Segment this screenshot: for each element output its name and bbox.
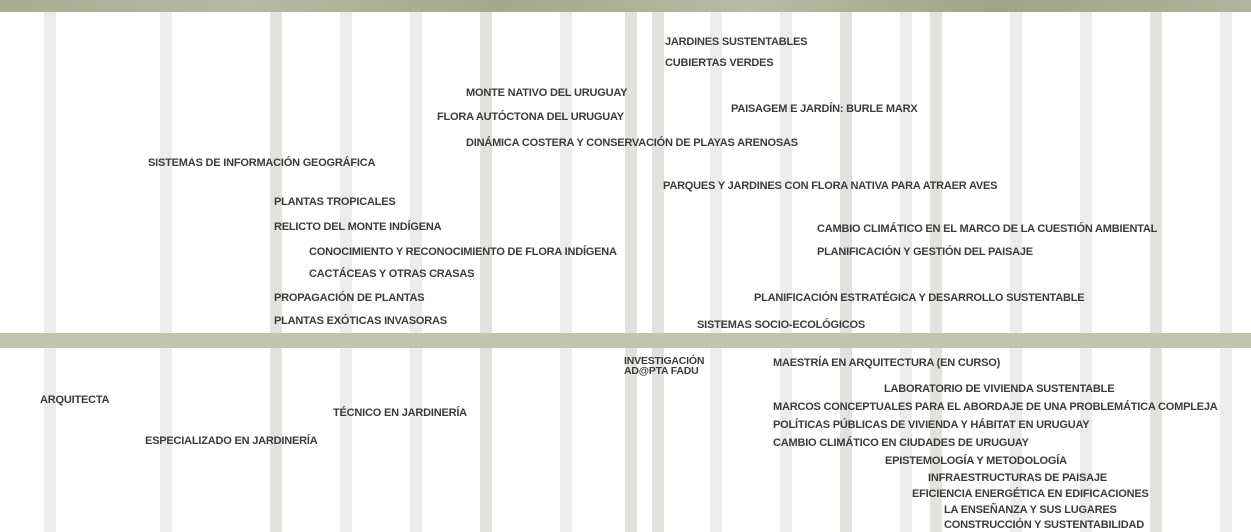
timeline-bar [160,12,172,532]
topic-label: PLANTAS TROPICALES [274,196,396,208]
horizontal-divider-band [0,333,1251,348]
item-label: TÉCNICO EN JARDINERÍA [333,407,467,419]
item-label: EFICIENCIA ENERGÉTICA EN EDIFICACIONES [912,488,1149,500]
item-label: MARCOS CONCEPTUALES PARA EL ABORDAJE DE … [773,401,1218,413]
topic-label: PROPAGACIÓN DE PLANTAS [274,292,425,304]
timeline-bar [340,12,352,532]
timeline-bar [1150,12,1162,532]
timeline-bar [900,12,912,532]
topic-label: MONTE NATIVO DEL URUGUAY [466,87,628,99]
timeline-bar [410,12,422,532]
topic-label: SISTEMAS SOCIO-ECOLÓGICOS [697,319,865,331]
topic-label: RELICTO DEL MONTE INDÍGENA [274,221,442,233]
timeline-bar [840,12,852,532]
topic-label: FLORA AUTÓCTONA DEL URUGUAY [437,111,624,123]
item-label: EPISTEMOLOGÍA Y METODOLOGÍA [885,455,1067,467]
topic-label: SISTEMAS DE INFORMACIÓN GEOGRÁFICA [148,157,376,169]
item-label: INVESTIGACIÓN [624,355,705,367]
item-label: AD@PTA FADU [624,365,699,377]
timeline-bar [1080,12,1092,532]
topic-label: CACTÁCEAS Y OTRAS CRASAS [309,268,475,280]
item-label: CONSTRUCCIÓN Y SUSTENTABILIDAD [944,519,1144,531]
item-label: INFRAESTRUCTURAS DE PAISAJE [928,472,1107,484]
timeline-bar [710,12,722,532]
timeline-bar [625,12,637,532]
item-label: CAMBIO CLIMÁTICO EN CIUDADES DE URUGUAY [773,437,1029,449]
timeline-bar [780,12,792,532]
timeline-bar [652,12,664,532]
timeline-bar [1220,12,1232,532]
topic-label: CUBIERTAS VERDES [665,57,774,69]
item-label: ARQUITECTA [40,394,110,406]
timeline-bar [480,12,492,532]
topic-label: CAMBIO CLIMÁTICO EN EL MARCO DE LA CUEST… [817,223,1158,235]
topic-label: CONOCIMIENTO Y RECONOCIMIENTO DE FLORA I… [309,246,617,258]
timeline-bar [560,12,572,532]
topic-label: PLANTAS EXÓTICAS INVASORAS [274,315,447,327]
timeline-bar [270,12,282,532]
topic-label: PLANIFICACIÓN Y GESTIÓN DEL PAISAJE [817,246,1033,258]
item-label: MAESTRÍA EN ARQUITECTURA (EN CURSO) [773,357,1001,369]
timeline-bar [44,12,56,532]
topic-label: PARQUES Y JARDINES CON FLORA NATIVA PARA… [663,180,998,192]
topic-label: PAISAGEM E JARDÍN: BURLE MARX [731,103,918,115]
timeline-bar [1010,12,1022,532]
topic-label: DINÁMICA COSTERA Y CONSERVACIÓN DE PLAYA… [466,137,798,149]
topic-label: JARDINES SUSTENTABLES [665,36,808,48]
item-label: LABORATORIO DE VIVIENDA SUSTENTABLE [884,383,1115,395]
item-label: ESPECIALIZADO EN JARDINERÍA [145,435,318,447]
item-label: LA ENSEÑANZA Y SUS LUGARES [944,504,1117,516]
topic-label: PLANIFICACIÓN ESTRATÉGICA Y DESARROLLO S… [754,292,1085,304]
timeline-bar [930,12,942,532]
top-photo-band [0,0,1251,12]
item-label: POLÍTICAS PÚBLICAS DE VIVIENDA Y HÁBITAT… [773,419,1090,431]
